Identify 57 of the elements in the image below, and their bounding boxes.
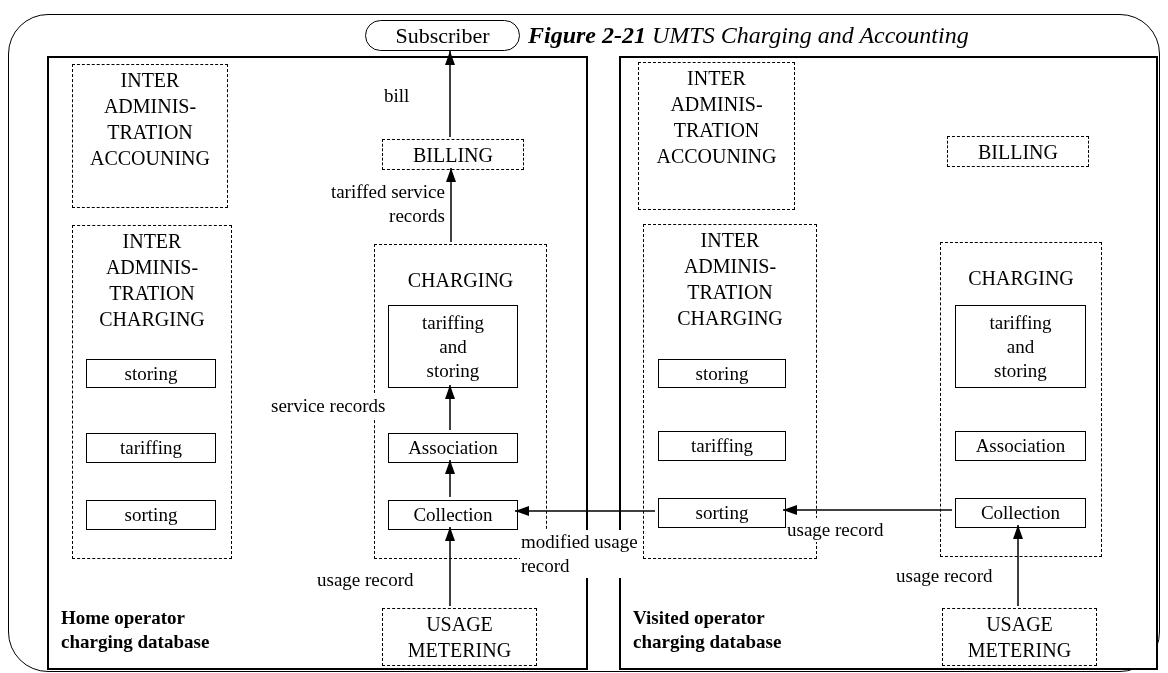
process-box [955,498,1086,528]
arrow [445,459,455,498]
edge-label: modified usage record [520,530,640,578]
node-label: Collection [980,501,1061,525]
arrow [782,505,953,515]
node-label: tariffing [120,436,182,460]
process-box [658,359,786,388]
function-block [382,139,524,170]
node-label: INTER ADMINIS- TRATION ACCOUNING [90,68,210,171]
process-box [86,433,216,463]
node-label: INTER ADMINIS- TRATION ACCOUNING [656,66,777,169]
process-box [86,500,216,530]
node-label: Association [408,436,498,460]
node-label: storing [695,361,749,386]
node-label: Home operator charging database [61,606,211,654]
arrow [514,506,656,516]
process-box [86,359,216,388]
node-label: tariffing and storing [989,310,1052,383]
node-label: Collection [413,503,493,527]
function-block [940,242,1102,557]
process-box [388,500,518,530]
function-block [72,225,232,559]
process-box [955,431,1086,461]
figure-title: Figure 2-21 UMTS Charging and Accounting [528,21,969,50]
node-label: sorting [695,501,749,525]
function-block [72,64,228,208]
process-box [388,305,518,388]
function-block [942,608,1097,666]
arrow [446,167,456,243]
arrow [1013,524,1023,607]
node-label: BILLING [413,143,493,168]
node-label: sorting [124,503,178,527]
node-label: storing [124,361,178,386]
node-label: Visited operator charging database [633,606,783,654]
node-label: CHARGING [407,268,514,293]
function-block [947,136,1089,167]
process-box [658,498,786,528]
node-label: INTER ADMINIS- TRATION CHARGING [99,229,205,332]
node-label: BILLING [978,140,1058,165]
node-label: USAGE METERING [967,612,1072,663]
terminal-node [365,20,520,51]
node-label: tariffing [691,434,753,458]
arrow [445,50,455,138]
arrow [445,384,455,431]
process-box [658,431,786,461]
database-panel [47,56,588,670]
function-block [638,62,795,210]
node-label: tariffing and storing [422,310,484,383]
node-label: Association [975,434,1066,458]
node-label: USAGE METERING [407,612,512,663]
process-box [955,305,1086,388]
arrow [445,526,455,607]
function-block [382,608,537,666]
node-label: Subscriber [395,24,490,47]
node-label: CHARGING [968,266,1074,291]
process-box [388,433,518,463]
node-label: INTER ADMINIS- TRATION CHARGING [677,228,783,331]
